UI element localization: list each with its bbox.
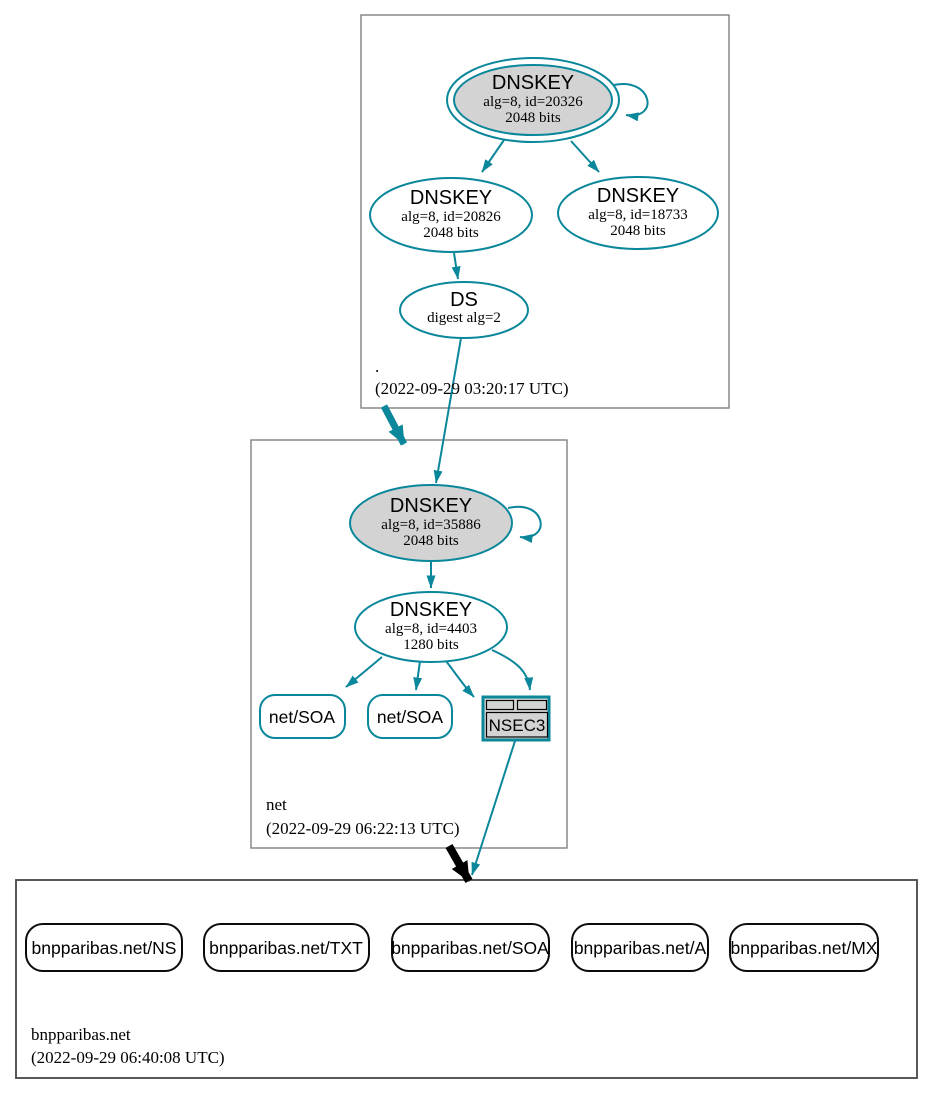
bnpparibas-txt-label: bnpparibas.net/TXT [209, 938, 363, 958]
bnpparibas-a-label: bnpparibas.net/A [574, 938, 707, 958]
zone-timestamp-root: (2022-09-29 03:20:17 UTC) [375, 379, 569, 398]
bnpparibas-a-rect [571, 923, 709, 972]
node-root-dnskey-18733[interactable]: DNSKEY alg=8, id=18733 2048 bits [557, 176, 719, 250]
node-bnpparibas-soa[interactable]: bnpparibas.net/SOA [391, 923, 550, 972]
root-ksk-detail2: 2048 bits [505, 110, 561, 126]
edge-root-ksk-selfsign [613, 83, 649, 122]
edge-ds-to-net-ksk [433, 337, 462, 484]
root-ds-detail1: digest alg=2 [427, 310, 501, 326]
edge-root-ksk-to-zsk1 [481, 139, 505, 173]
root-zsk1-detail2: 2048 bits [423, 225, 479, 241]
node-root-dnskey-20826[interactable]: DNSKEY alg=8, id=20826 2048 bits [369, 177, 533, 253]
root-ds-ellipse [399, 281, 529, 339]
zone-timestamp-net: (2022-09-29 06:22:13 UTC) [266, 819, 460, 838]
root-zsk2-detail2: 2048 bits [610, 223, 666, 239]
bnpparibas-soa-label: bnpparibas.net/SOA [391, 938, 549, 958]
zone-label-net: net [266, 795, 287, 814]
net-ksk-detail1: alg=8, id=35886 [381, 517, 481, 533]
root-zsk1-detail1: alg=8, id=20826 [401, 209, 501, 225]
net-nsec3-cell-right [516, 699, 548, 711]
root-ksk-title: DNSKEY [492, 72, 574, 94]
node-bnpparibas-a[interactable]: bnpparibas.net/A [571, 923, 709, 972]
edge-net-ksk-selfsign [507, 505, 542, 544]
edge-root-ksk-to-zsk2 [570, 140, 600, 173]
net-nsec3-label: NSEC3 [489, 716, 546, 735]
net-ksk-title: DNSKEY [390, 495, 472, 517]
root-ds-title: DS [450, 289, 478, 311]
zone-box-root [360, 14, 730, 409]
net-soa2-label: net/SOA [377, 707, 443, 727]
node-net-nsec3[interactable]: NSEC3 [481, 695, 551, 742]
bnpparibas-ns-rect [25, 923, 183, 972]
root-zsk1-ellipse [369, 177, 533, 253]
zone-label-bnpparibas: bnpparibas.net [31, 1025, 131, 1044]
zone-timestamp-bnpparibas: (2022-09-29 06:40:08 UTC) [31, 1048, 225, 1067]
zone-box-net [250, 439, 568, 849]
edge-net-zsk-to-nsec3-b [491, 649, 534, 691]
edge-root-zsk1-to-ds [451, 252, 461, 280]
root-zsk1-title: DNSKEY [410, 187, 492, 209]
node-net-soa-2[interactable]: net/SOA [367, 694, 453, 739]
root-zsk2-title: DNSKEY [597, 185, 679, 207]
node-root-ds[interactable]: DS digest alg=2 [399, 281, 529, 339]
edge-net-zsk-to-nsec3-a [445, 660, 475, 698]
bnpparibas-soa-rect [391, 923, 550, 972]
edge-net-zsk-to-soa1 [345, 656, 383, 688]
node-bnpparibas-txt[interactable]: bnpparibas.net/TXT [203, 923, 370, 972]
root-ksk-inner-ellipse [453, 64, 613, 136]
net-zsk-ellipse [354, 591, 508, 663]
node-net-dnskey-4403[interactable]: DNSKEY alg=8, id=4403 1280 bits [354, 591, 508, 663]
bnpparibas-mx-rect [729, 923, 879, 972]
net-ksk-ellipse [349, 484, 513, 562]
node-net-soa-1[interactable]: net/SOA [259, 694, 346, 739]
net-zsk-detail1: alg=8, id=4403 [385, 621, 477, 637]
node-bnpparibas-ns[interactable]: bnpparibas.net/NS [25, 923, 183, 972]
node-bnpparibas-mx[interactable]: bnpparibas.net/MX [729, 923, 879, 972]
net-zsk-detail2: 1280 bits [403, 637, 459, 653]
node-root-dnskey-20326[interactable]: DNSKEY alg=8, id=20326 2048 bits [446, 57, 620, 143]
net-ksk-detail2: 2048 bits [403, 533, 459, 549]
edge-delegation-net-to-bnpparibas [445, 844, 473, 883]
bnpparibas-ns-label: bnpparibas.net/NS [32, 938, 177, 958]
net-nsec3-cell-main [485, 711, 549, 738]
bnpparibas-mx-label: bnpparibas.net/MX [731, 938, 878, 958]
net-soa1-rect [259, 694, 346, 739]
net-soa1-label: net/SOA [269, 707, 335, 727]
edge-net-zsk-to-soa2 [413, 660, 423, 691]
net-soa2-rect [367, 694, 453, 739]
root-zsk2-detail1: alg=8, id=18733 [588, 207, 687, 223]
net-zsk-title: DNSKEY [390, 599, 472, 621]
edge-delegation-root-to-net [380, 404, 408, 446]
root-ksk-detail1: alg=8, id=20326 [483, 94, 583, 110]
net-nsec3-cell-left [485, 699, 515, 711]
bnpparibas-txt-rect [203, 923, 370, 972]
node-net-dnskey-35886[interactable]: DNSKEY alg=8, id=35886 2048 bits [349, 484, 513, 562]
zone-label-root: . [375, 357, 379, 376]
edge-nsec3-to-bnpparibas [471, 740, 516, 876]
net-nsec3-outer [481, 695, 551, 742]
root-zsk2-ellipse [557, 176, 719, 250]
